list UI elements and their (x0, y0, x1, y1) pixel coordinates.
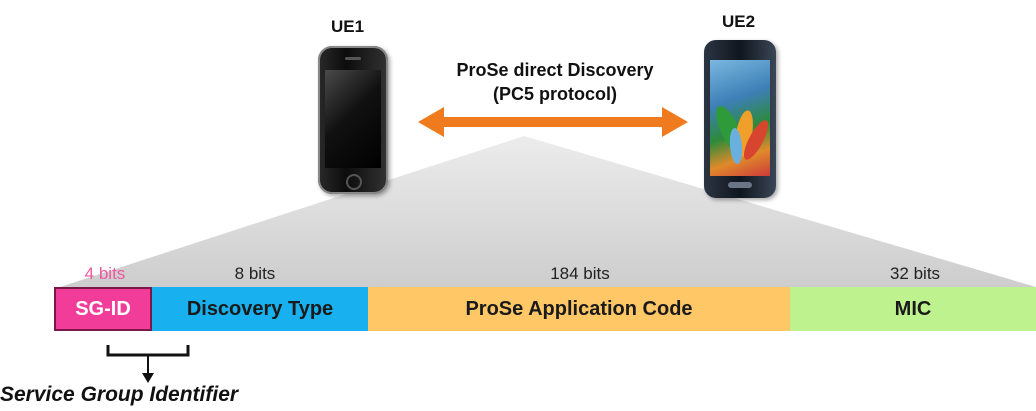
ue1-phone-icon (318, 46, 388, 194)
ue2-phone-icon (704, 40, 776, 198)
discovery-type-field: Discovery Type (152, 287, 368, 331)
ue2-label: UE2 (722, 12, 756, 31)
discovery-type-bits: 8 bits (234, 264, 276, 283)
sg-id-field: SG-ID (54, 287, 152, 331)
bracket-arrow-icon (106, 345, 190, 383)
app-code-field-label: ProSe Application Code (465, 297, 693, 320)
double-arrow-icon (418, 107, 688, 137)
sg-id-field-label: SG-ID (75, 297, 131, 320)
sg-id-bits: 4 bits (84, 264, 126, 283)
ue1-label: UE1 (331, 17, 365, 36)
app-code-field: ProSe Application Code (368, 287, 790, 331)
service-group-identifier-label: Service Group Identifier (0, 383, 239, 406)
link-caption-line2: (PC5 protocol) (493, 84, 617, 104)
discovery-type-field-label: Discovery Type (186, 297, 334, 320)
link-caption: ProSe direct Discovery (PC5 protocol) (395, 58, 715, 106)
mic-bits: 32 bits (889, 264, 941, 283)
mic-field-label: MIC (894, 297, 932, 320)
app-code-bits: 184 bits (550, 264, 610, 283)
mic-field: MIC (790, 287, 1036, 331)
link-caption-line1: ProSe direct Discovery (456, 60, 654, 80)
